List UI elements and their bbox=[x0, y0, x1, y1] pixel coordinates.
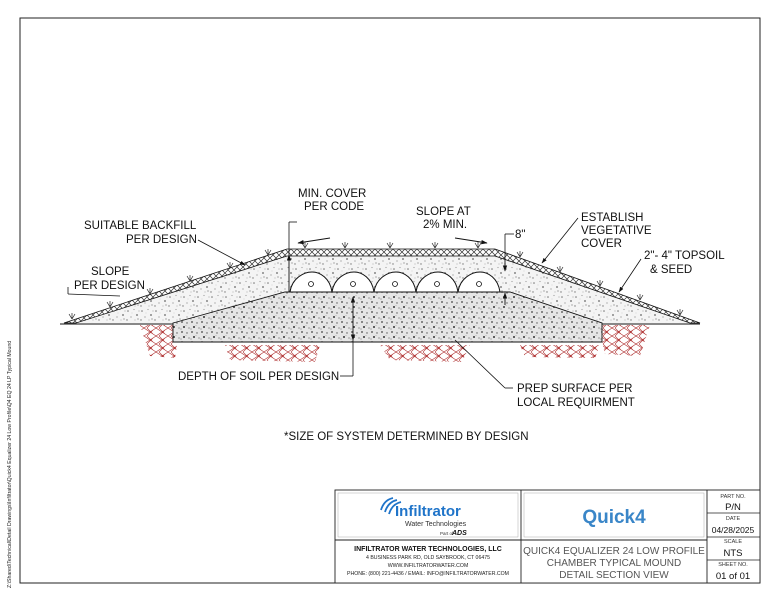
company-address: 4 BUSINESS PARK RD, OLD SAYBROOK, CT 064… bbox=[366, 555, 490, 561]
company-name: INFILTRATOR WATER TECHNOLOGIES, LLC bbox=[354, 546, 502, 553]
sheet-label: SHEET NO. bbox=[718, 562, 748, 568]
scale-label: SCALE bbox=[724, 539, 742, 545]
company-contact: PHONE: (800) 221-4436 / EMAIL: INFO@INFI… bbox=[347, 571, 509, 577]
logo-ads: ADS bbox=[451, 530, 467, 537]
label-slope-at-2: 2% MIN. bbox=[423, 219, 467, 231]
part-no-value: P/N bbox=[725, 502, 741, 513]
drawing-title-3: DETAIL SECTION VIEW bbox=[559, 570, 669, 581]
infiltrator-logo: Infiltrator Water Technologies Part of A… bbox=[380, 497, 467, 537]
label-depth-of-soil: DEPTH OF SOIL PER DESIGN bbox=[178, 371, 339, 383]
label-establish-3: COVER bbox=[581, 238, 622, 250]
chamber-pipe-holes bbox=[308, 281, 482, 287]
side-file-path: Z:\Shared\Technical\Detail Drawings\Infi… bbox=[7, 341, 13, 588]
slope-arrow-right bbox=[454, 237, 488, 245]
logo-name: Infiltrator bbox=[395, 503, 461, 520]
topsoil-band bbox=[63, 248, 701, 324]
date-value: 04/28/2025 bbox=[712, 525, 755, 535]
prep-leader bbox=[454, 339, 506, 389]
label-topsoil-2: & SEED bbox=[650, 264, 692, 276]
part-no-label: PART NO. bbox=[720, 494, 746, 500]
backfill-leader bbox=[197, 239, 246, 266]
logo-part-of: Part of bbox=[440, 531, 454, 536]
logo-swoosh-icon bbox=[380, 497, 402, 515]
label-topsoil-1: 2"- 4" TOPSOIL bbox=[644, 250, 725, 262]
scale-value: NTS bbox=[724, 548, 743, 559]
date-label: DATE bbox=[726, 516, 741, 522]
sand-bed bbox=[172, 291, 603, 343]
label-min-cover-2: PER CODE bbox=[304, 201, 364, 213]
slope-left-leader bbox=[67, 293, 121, 297]
label-establish-2: VEGETATIVE bbox=[581, 225, 652, 237]
drawing-title-2: CHAMBER TYPICAL MOUND bbox=[547, 558, 681, 569]
size-note: *SIZE OF SYSTEM DETERMINED BY DESIGN bbox=[284, 431, 529, 443]
native-soil-hatch bbox=[140, 325, 650, 362]
label-slope-per-design-2: PER DESIGN bbox=[74, 280, 145, 292]
label-eight-inch: 8" bbox=[515, 229, 525, 241]
label-backfill-2: PER DESIGN bbox=[126, 234, 197, 246]
sheet-value: 01 of 01 bbox=[716, 571, 750, 582]
label-backfill-1: SUITABLE BACKFILL bbox=[84, 220, 197, 232]
vegetation bbox=[68, 242, 684, 320]
logo-tagline: Water Technologies bbox=[405, 521, 467, 528]
title-block bbox=[334, 489, 761, 584]
label-prep-surface-2: LOCAL REQUIRMENT bbox=[517, 397, 635, 409]
drawing-title-1: QUICK4 EQUALIZER 24 LOW PROFILE bbox=[523, 546, 705, 557]
label-prep-surface-1: PREP SURFACE PER bbox=[517, 383, 632, 395]
slope-arrow-left bbox=[297, 237, 331, 245]
label-slope-per-design-1: SLOPE bbox=[91, 266, 130, 278]
product-logo: Quick4 bbox=[582, 507, 646, 528]
company-website: WWW.INFILTRATORWATER.COM bbox=[388, 563, 469, 569]
topsoil-leader bbox=[618, 258, 642, 293]
label-establish-1: ESTABLISH bbox=[581, 212, 643, 224]
label-min-cover-1: MIN. COVER bbox=[298, 188, 366, 200]
label-slope-at-1: SLOPE AT bbox=[416, 206, 471, 218]
establish-leader bbox=[541, 217, 579, 264]
